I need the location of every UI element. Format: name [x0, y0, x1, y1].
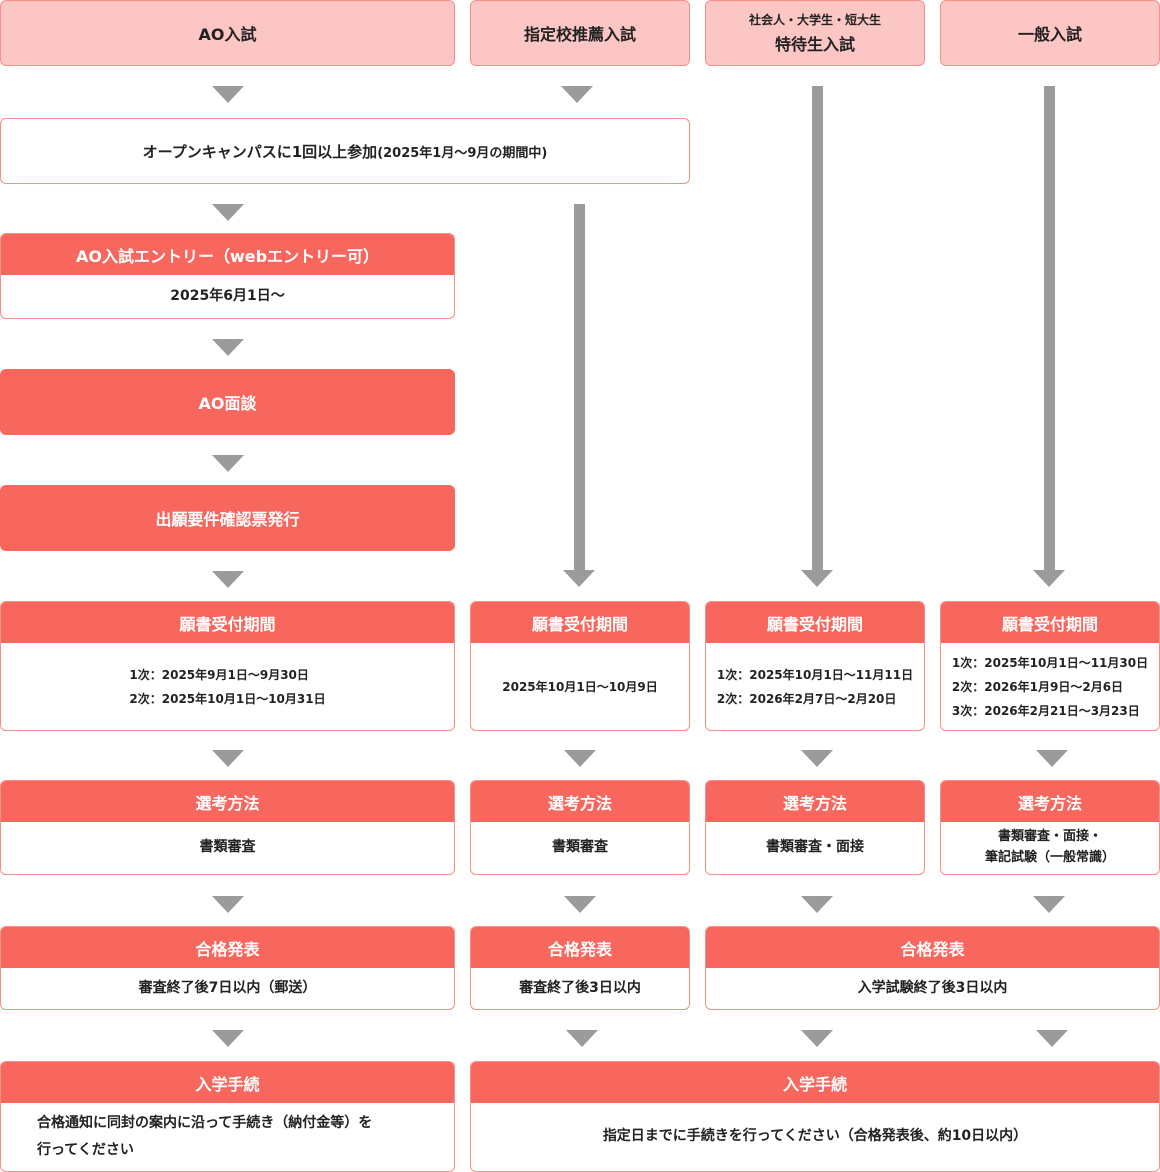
selection-shitei: 書類審査	[552, 839, 608, 856]
application-ippan-line: 2次：2026年1月9日～2月6日	[951, 679, 1124, 694]
ao-entry-title: AO入試エントリー（webエントリー可）	[1, 234, 454, 275]
header-shitei-label: 指定校推薦入試	[523, 25, 636, 44]
application-ippan-line: 3次：2026年2月21日～3月23日	[951, 703, 1140, 718]
enroll-others: 指定日までに手続きを行ってください（合格発表後、約10日以内）	[602, 1128, 1028, 1145]
application-tokutai-line: 2次：2026年2月7日～2月20日	[716, 691, 897, 706]
result-title: 合格発表	[1, 927, 454, 968]
application-card-ao: 願書受付期間 1次：2025年9月1日～9月30日 2次：2025年10月1日～…	[0, 601, 455, 731]
long-arrow-shaft	[812, 86, 823, 572]
enroll-card-ao: 入学手続 合格通知に同封の案内に沿って手続き（納付金等）を 行ってください	[0, 1061, 455, 1172]
application-shitei-line: 2025年10月1日～10月9日	[502, 679, 658, 694]
application-title: 願書受付期間	[941, 602, 1159, 643]
arrow-down-icon	[212, 339, 244, 356]
result-shitei: 審査終了後3日以内	[519, 979, 641, 996]
application-card-tokutai: 願書受付期間 1次：2025年10月1日～11月11日 2次：2026年2月7日…	[705, 601, 925, 731]
arrow-down-icon	[212, 571, 244, 588]
selection-card-ippan: 選考方法 書類審査・面接・ 筆記試験（一般常識）	[940, 780, 1160, 875]
application-ao-line: 2次：2025年10月1日～10月31日	[129, 691, 326, 706]
header-ippan: 一般入試	[940, 0, 1160, 66]
open-campus-box: オープンキャンパスに1回以上参加(2025年1月～9月の期間中)	[0, 118, 690, 184]
header-ao: AO入試	[0, 0, 455, 66]
application-title: 願書受付期間	[706, 602, 924, 643]
application-ao-line: 1次：2025年9月1日～9月30日	[129, 667, 309, 682]
enroll-card-others: 入学手続 指定日までに手続きを行ってください（合格発表後、約10日以内）	[470, 1061, 1160, 1172]
enroll-ao-line: 行ってください	[37, 1142, 134, 1158]
selection-card-shitei: 選考方法 書類審査	[470, 780, 690, 875]
requirement-ticket-label: 出願要件確認票発行	[155, 510, 300, 529]
long-arrow-shaft	[1044, 86, 1055, 572]
enroll-title: 入学手続	[471, 1062, 1159, 1103]
selection-title: 選考方法	[706, 781, 924, 822]
header-tokutai: 社会人・大学生・短大生 特待生入試	[705, 0, 925, 66]
selection-ippan-line: 筆記試験（一般常識）	[984, 850, 1115, 865]
result-card-shitei: 合格発表 審査終了後3日以内	[470, 926, 690, 1010]
arrow-down-icon	[561, 86, 593, 103]
header-shitei: 指定校推薦入試	[470, 0, 690, 66]
application-card-shitei: 願書受付期間 2025年10月1日～10月9日	[470, 601, 690, 731]
open-campus-period: (2025年1月～9月の期間中)	[377, 145, 548, 161]
arrow-down-icon	[212, 86, 244, 103]
ao-interview-box: AO面談	[0, 369, 455, 435]
arrow-down-icon	[564, 896, 596, 913]
arrow-down-icon	[1036, 750, 1068, 767]
arrow-down-icon	[1033, 896, 1065, 913]
arrow-down-icon	[212, 204, 244, 221]
arrow-down-icon	[212, 455, 244, 472]
header-ippan-label: 一般入試	[1017, 25, 1082, 44]
header-tokutai-sublabel: 社会人・大学生・短大生	[748, 13, 881, 27]
selection-ippan-line: 書類審査・面接・	[997, 829, 1102, 845]
application-tokutai-line: 1次：2025年10月1日～11月11日	[716, 667, 914, 682]
selection-title: 選考方法	[941, 781, 1159, 822]
result-combined: 入学試験終了後3日以内	[857, 979, 1008, 996]
arrow-down-icon	[564, 750, 596, 767]
result-ao: 審査終了後7日以内（郵送）	[138, 979, 317, 996]
arrow-down-icon	[801, 750, 833, 767]
selection-ao: 書類審査	[199, 839, 256, 856]
arrow-down-icon	[801, 896, 833, 913]
arrow-down-icon	[563, 570, 595, 587]
arrow-down-icon	[212, 896, 244, 913]
selection-title: 選考方法	[471, 781, 689, 822]
application-ippan-line: 1次：2025年10月1日～11月30日	[951, 655, 1149, 670]
selection-card-ao: 選考方法 書類審査	[0, 780, 455, 875]
ao-interview-label: AO面談	[198, 394, 257, 413]
header-tokutai-label: 特待生入試	[774, 35, 855, 54]
arrow-down-icon	[801, 570, 833, 587]
enroll-ao-line: 合格通知に同封の案内に沿って手続き（納付金等）を	[37, 1115, 373, 1132]
selection-card-tokutai: 選考方法 書類審査・面接	[705, 780, 925, 875]
application-title: 願書受付期間	[471, 602, 689, 643]
result-card-ao: 合格発表 審査終了後7日以内（郵送）	[0, 926, 455, 1010]
result-title: 合格発表	[706, 927, 1159, 968]
arrow-down-icon	[212, 1030, 244, 1047]
enroll-title: 入学手続	[1, 1062, 454, 1103]
selection-title: 選考方法	[1, 781, 454, 822]
open-campus-label: オープンキャンパスに1回以上参加	[142, 142, 378, 161]
ao-entry-card: AO入試エントリー（webエントリー可） 2025年6月1日～	[0, 233, 455, 319]
long-arrow-shaft	[574, 204, 585, 572]
arrow-down-icon	[1036, 1030, 1068, 1047]
ao-entry-date: 2025年6月1日～	[170, 287, 285, 304]
header-ao-label: AO入試	[198, 25, 257, 44]
arrow-down-icon	[801, 1030, 833, 1047]
selection-tokutai: 書類審査・面接	[766, 839, 864, 856]
result-card-combined: 合格発表 入学試験終了後3日以内	[705, 926, 1160, 1010]
application-title: 願書受付期間	[1, 602, 454, 643]
arrow-down-icon	[566, 1030, 598, 1047]
result-title: 合格発表	[471, 927, 689, 968]
application-card-ippan: 願書受付期間 1次：2025年10月1日～11月30日 2次：2026年1月9日…	[940, 601, 1160, 731]
arrow-down-icon	[1033, 570, 1065, 587]
requirement-ticket-box: 出願要件確認票発行	[0, 485, 455, 551]
arrow-down-icon	[212, 750, 244, 767]
